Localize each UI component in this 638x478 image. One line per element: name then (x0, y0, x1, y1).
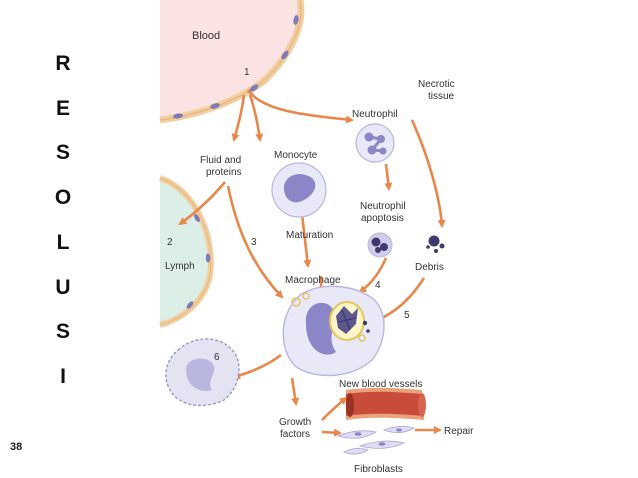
blood-vessel (159, 0, 305, 124)
label-neutrophil: Neutrophil (352, 109, 398, 120)
label-growth-2: factors (280, 429, 310, 440)
label-blood: Blood (192, 30, 220, 42)
label-apoptosis-2: apoptosis (361, 213, 404, 224)
label-maturation: Maturation (286, 230, 333, 241)
neutrophil-cell (355, 123, 395, 163)
step-number: 1 (244, 67, 250, 78)
title-letter: L (56, 231, 70, 254)
title-letter: O (54, 186, 72, 209)
arrows (178, 89, 446, 437)
title-letter: E (55, 97, 70, 120)
step-number: 5 (404, 310, 410, 321)
label-growth-1: Growth (279, 417, 311, 428)
label-macrophage: Macrophage (285, 275, 341, 286)
label-monocyte: Monocyte (274, 150, 318, 161)
label-repair: Repair (444, 426, 474, 437)
macrophage-cell (282, 285, 385, 377)
debris (426, 235, 445, 253)
step-number: 2 (167, 237, 173, 248)
apoptotic-neutrophil (367, 232, 393, 258)
departing-macrophage (165, 338, 240, 407)
page-number: 38 (10, 441, 23, 453)
lymph-vessel (158, 175, 214, 328)
step-number: 3 (251, 237, 257, 248)
new-blood-vessel (345, 387, 426, 420)
label-fluid-1: Fluid and (200, 155, 241, 166)
monocyte-cell (271, 162, 327, 218)
label-apoptosis-1: Neutrophil (360, 201, 406, 212)
title-letter: S (55, 320, 70, 343)
label-necrotic-2: tissue (428, 91, 455, 102)
label-fluid-2: proteins (206, 167, 242, 178)
title-letter: R (55, 52, 71, 75)
label-new-vessels: New blood vessels (339, 379, 422, 390)
fibroblasts (336, 426, 416, 455)
step-number: 6 (214, 352, 220, 363)
title-letter: S (55, 141, 70, 164)
label-debris: Debris (415, 262, 444, 273)
label-lymph: Lymph (165, 261, 195, 272)
label-necrotic-1: Necrotic (418, 79, 455, 90)
step-number: 4 (375, 280, 381, 291)
title-letter: U (55, 276, 71, 299)
label-fibroblasts: Fibroblasts (354, 464, 403, 475)
title-letter: I (60, 365, 66, 388)
